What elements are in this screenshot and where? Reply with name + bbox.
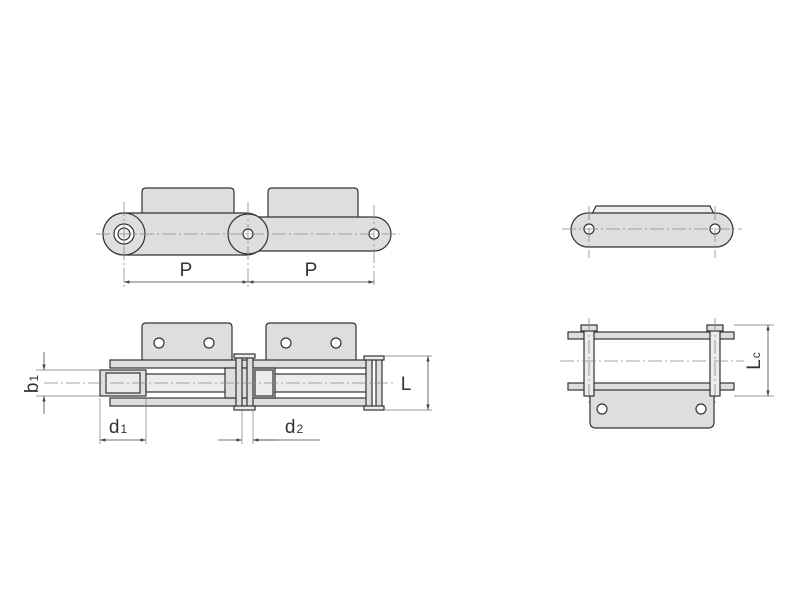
top-attachment-left (141, 322, 233, 363)
top-view: b1 L d1 d2 (22, 322, 432, 444)
attachment-plate-right (267, 187, 359, 219)
pitch-label-left: P (180, 260, 193, 281)
plate-body (570, 212, 734, 248)
top-attachment-hole-4-icon (330, 337, 342, 349)
end-plate-hole-left-icon (596, 403, 608, 415)
d2-label: d2 (285, 417, 304, 438)
top-attachment-right (265, 322, 357, 363)
top-attachment-hole-3-icon (280, 337, 292, 349)
end-view: Lc (560, 318, 774, 429)
b1-label: b1 (22, 375, 43, 394)
side-view: P P (96, 187, 400, 288)
pin-plate-mid-2 (246, 355, 254, 409)
lc-label: Lc (744, 352, 765, 370)
attachment-plate-view (562, 205, 742, 258)
pin-plate-mid-1 (235, 355, 243, 409)
top-attachment-hole-1-icon (153, 337, 165, 349)
d1-label: d1 (109, 417, 128, 438)
end-view-bar-bottom (567, 382, 735, 391)
top-attachment-hole-2-icon (203, 337, 215, 349)
pitch-label-right: P (305, 260, 318, 281)
attachment-plate-left (141, 187, 235, 219)
end-view-plate (589, 387, 715, 429)
end-plate-hole-right-icon (695, 403, 707, 415)
end-view-bar-top (567, 331, 735, 340)
link-length-label: L (401, 374, 412, 395)
